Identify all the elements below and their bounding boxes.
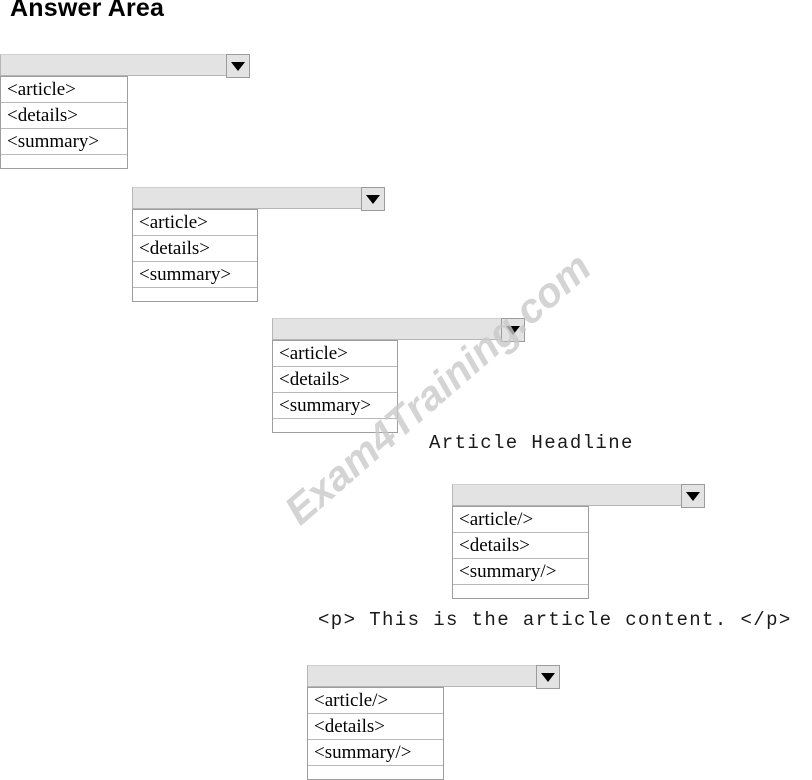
chevron-down-icon[interactable]	[226, 54, 250, 78]
list-item[interactable]: <article/>	[453, 507, 588, 533]
chevron-down-icon[interactable]	[361, 187, 385, 211]
dropdown-1-selected-value	[1, 55, 249, 75]
list-item[interactable]: <details>	[1, 103, 127, 129]
dropdown-3[interactable]: <article> <details> <summary>	[272, 318, 525, 433]
article-headline-text: Article Headline	[429, 432, 634, 454]
dropdown-1-select-bar[interactable]	[0, 54, 250, 78]
dropdown-4[interactable]: <article/> <details> <summary/>	[452, 484, 705, 599]
dropdown-4-option-list[interactable]: <article/> <details> <summary/>	[452, 506, 589, 599]
dropdown-4-selected-value	[453, 485, 704, 505]
dropdown-2[interactable]: <article> <details> <summary>	[132, 187, 385, 302]
dropdown-1-option-list[interactable]: <article> <details> <summary>	[0, 76, 128, 169]
list-item[interactable]: <details>	[308, 714, 443, 740]
article-paragraph-text: <p> This is the article content. </p>	[318, 609, 792, 631]
list-item[interactable]: <details>	[273, 367, 397, 393]
list-item[interactable]: <summary/>	[453, 559, 588, 585]
dropdown-2-option-list[interactable]: <article> <details> <summary>	[132, 209, 258, 302]
list-item[interactable]: <article/>	[308, 688, 443, 714]
list-item[interactable]: <article>	[273, 341, 397, 367]
dropdown-5-option-list[interactable]: <article/> <details> <summary/>	[307, 687, 444, 780]
chevron-down-icon[interactable]	[536, 665, 560, 689]
dropdown-1[interactable]: <article> <details> <summary>	[0, 54, 250, 169]
dropdown-5-selected-value	[308, 666, 559, 686]
list-item[interactable]: <details>	[133, 236, 257, 262]
dropdown-5-select-bar[interactable]	[307, 665, 560, 689]
list-item[interactable]: <summary>	[273, 393, 397, 419]
chevron-down-icon[interactable]	[681, 484, 705, 508]
list-item[interactable]: <summary>	[133, 262, 257, 288]
page-title: Answer Area	[10, 0, 165, 22]
dropdown-4-select-bar[interactable]	[452, 484, 705, 508]
dropdown-5[interactable]: <article/> <details> <summary/>	[307, 665, 560, 780]
dropdown-2-selected-value	[133, 188, 384, 208]
chevron-down-icon[interactable]	[501, 318, 525, 342]
list-item[interactable]: <article>	[1, 77, 127, 103]
dropdown-2-select-bar[interactable]	[132, 187, 385, 211]
list-item[interactable]: <details>	[453, 533, 588, 559]
dropdown-3-selected-value	[273, 319, 524, 339]
list-item[interactable]: <article>	[133, 210, 257, 236]
dropdown-3-select-bar[interactable]	[272, 318, 525, 342]
dropdown-3-option-list[interactable]: <article> <details> <summary>	[272, 340, 398, 433]
list-item[interactable]: <summary/>	[308, 740, 443, 766]
list-item[interactable]: <summary>	[1, 129, 127, 155]
